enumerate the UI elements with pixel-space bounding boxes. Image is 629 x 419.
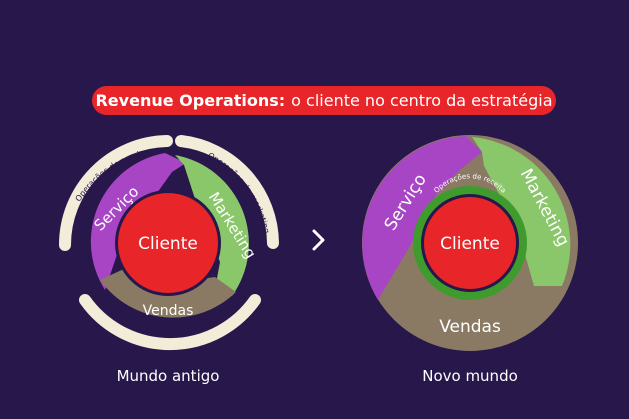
old-world-diagram: Operações de serviço Operações de market… (59, 135, 279, 385)
chevron-right-icon (312, 229, 325, 251)
old-cliente-label: Cliente (138, 234, 198, 254)
new-world-caption: Novo mundo (422, 367, 518, 385)
service-ops-ring (59, 135, 173, 251)
old-service-segment (90, 153, 186, 290)
old-world-caption: Mundo antigo (117, 367, 220, 385)
title-bold: Revenue Operations: (95, 91, 286, 110)
new-world-diagram: Operações de receita Serviço Marketing V… (362, 135, 578, 385)
old-cliente-circle (118, 193, 218, 293)
new-cliente-circle (424, 197, 516, 289)
marketing-ops-ring (175, 135, 279, 249)
new-sales-label: Vendas (439, 317, 501, 337)
title-banner: Revenue Operations: o cliente no centro … (92, 86, 556, 115)
new-cliente-label: Cliente (440, 234, 500, 254)
title-rest: o cliente no centro da estratégia (291, 91, 553, 110)
sales-ops-ring (79, 294, 261, 351)
old-sales-label: Vendas (143, 303, 194, 319)
new-marketing-segment (472, 137, 571, 286)
